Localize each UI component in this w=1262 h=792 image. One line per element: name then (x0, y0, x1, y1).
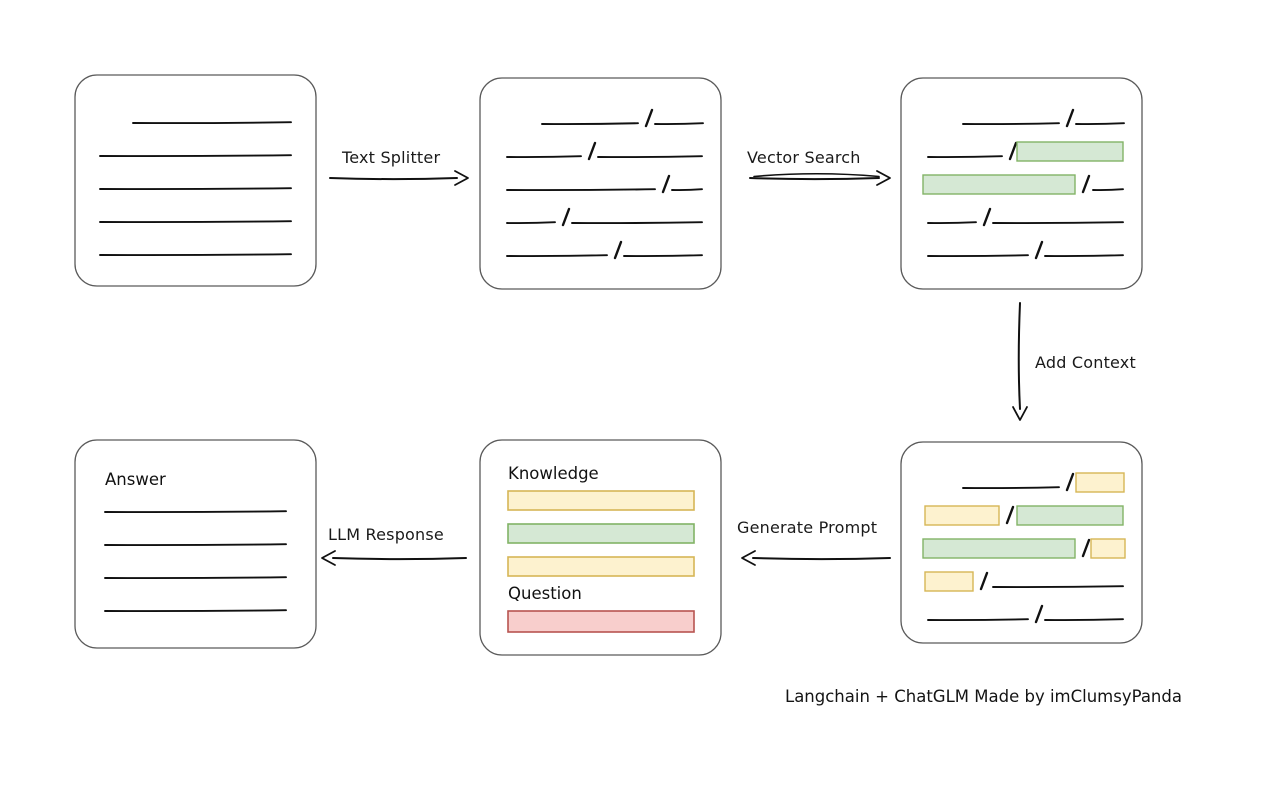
context-chunks-chunk-green (1016, 505, 1124, 526)
answer-text-line (104, 543, 287, 547)
footer-credit: Langchain + ChatGLM Made by imClumsyPand… (785, 687, 1182, 706)
edge-add-context-label: Add Context (1035, 353, 1136, 372)
split-chunks-text-line (571, 221, 703, 225)
context-chunks-separator-slash (979, 571, 989, 591)
edge-text-splitter[interactable] (329, 170, 469, 186)
source-document-text-line (132, 121, 292, 125)
context-chunks-separator-slash (1034, 604, 1044, 624)
context-chunks-chunk-yellow (924, 505, 1000, 526)
matched-chunks-chunk-green (922, 174, 1076, 195)
context-chunks-separator-slash (1081, 538, 1091, 558)
split-chunks-text-line (506, 155, 582, 159)
split-chunks-text-line (654, 122, 704, 126)
split-chunks-frame (479, 77, 722, 290)
split-chunks-text-line (597, 155, 703, 159)
matched-chunks-chunk-green (1016, 141, 1124, 162)
matched-chunks-text-line (992, 221, 1124, 225)
split-chunks-separator-slash (613, 240, 623, 260)
split-chunks-separator-slash (661, 174, 671, 194)
edge-vector-search-shaft (749, 177, 880, 181)
source-document-box (74, 74, 317, 287)
edge-vector-search-arrowhead (876, 170, 891, 186)
source-document-frame (74, 74, 317, 287)
answer-frame (74, 439, 317, 649)
edge-llm-response-label: LLM Response (328, 525, 444, 544)
context-chunks-text-line (962, 486, 1060, 490)
matched-chunks-text-line (962, 122, 1060, 126)
matched-chunks-separator-slash (1008, 141, 1018, 161)
edge-add-context-arrowhead (1012, 406, 1028, 421)
edge-add-context-shaft (1017, 302, 1021, 410)
matched-chunks-separator-slash (982, 207, 992, 227)
source-document-text-line (99, 187, 292, 191)
edge-llm-response-shaft (332, 557, 467, 561)
edge-text-splitter-label: Text Splitter (342, 148, 441, 167)
split-chunks-separator-slash (644, 108, 654, 128)
edge-generate-prompt-arrowhead (741, 550, 756, 566)
matched-chunks-separator-slash (1065, 108, 1075, 128)
prompt-bar-green-1 (507, 523, 695, 544)
split-chunks-text-line (506, 221, 556, 225)
edge-generate-prompt-label: Generate Prompt (737, 518, 878, 537)
edge-text-splitter-arrowhead (454, 170, 469, 186)
matched-chunks-text-line (1075, 122, 1125, 126)
edge-vector-search[interactable] (749, 170, 891, 186)
split-chunks-text-line (506, 188, 656, 192)
edge-add-context[interactable] (1012, 302, 1028, 421)
split-chunks-box (479, 77, 722, 290)
matched-chunks-separator-slash (1081, 174, 1091, 194)
matched-chunks-text-line (927, 254, 1029, 258)
context-chunks-text-line (1044, 618, 1124, 622)
split-chunks-separator-slash (587, 141, 597, 161)
context-chunks-text-line (927, 618, 1029, 622)
matched-chunks-text-line (1044, 254, 1124, 258)
edge-text-splitter-shaft (329, 177, 458, 181)
source-document-text-line (99, 220, 292, 224)
answer-text-line (104, 510, 287, 514)
context-chunks-text-line (992, 585, 1124, 589)
edge-generate-prompt[interactable] (741, 550, 891, 566)
answer-text-line (104, 609, 287, 613)
context-chunks-chunk-green (922, 538, 1076, 559)
prompt-heading-0: Knowledge (508, 464, 599, 483)
split-chunks-text-line (541, 122, 639, 126)
matched-chunks-text-line (927, 221, 977, 225)
context-chunks-chunk-yellow (1090, 538, 1126, 559)
context-chunks-separator-slash (1065, 472, 1075, 492)
prompt-bar-red-3 (507, 610, 695, 633)
edge-llm-response-arrowhead (321, 550, 336, 566)
edge-vector-search-shaft-secondary (753, 172, 880, 178)
split-chunks-text-line (671, 188, 703, 192)
split-chunks-text-line (623, 254, 703, 258)
prompt-heading-1: Question (508, 584, 582, 603)
source-document-text-line (99, 253, 292, 257)
prompt-bar-yellow-2 (507, 556, 695, 577)
answer-box (74, 439, 317, 649)
matched-chunks-text-line (927, 155, 1003, 159)
edge-llm-response[interactable] (321, 550, 467, 566)
matched-chunks-text-line (1092, 188, 1124, 192)
matched-chunks-separator-slash (1034, 240, 1044, 260)
context-chunks-chunk-yellow (1075, 472, 1125, 493)
edge-generate-prompt-shaft (752, 557, 891, 561)
source-document-text-line (99, 154, 292, 158)
answer-text-line (104, 576, 287, 580)
prompt-bar-yellow-0 (507, 490, 695, 511)
split-chunks-text-line (506, 254, 608, 258)
edge-vector-search-label: Vector Search (747, 148, 861, 167)
split-chunks-separator-slash (561, 207, 571, 227)
answer-heading-0: Answer (105, 470, 166, 489)
context-chunks-separator-slash (1005, 505, 1015, 525)
context-chunks-chunk-yellow (924, 571, 974, 592)
